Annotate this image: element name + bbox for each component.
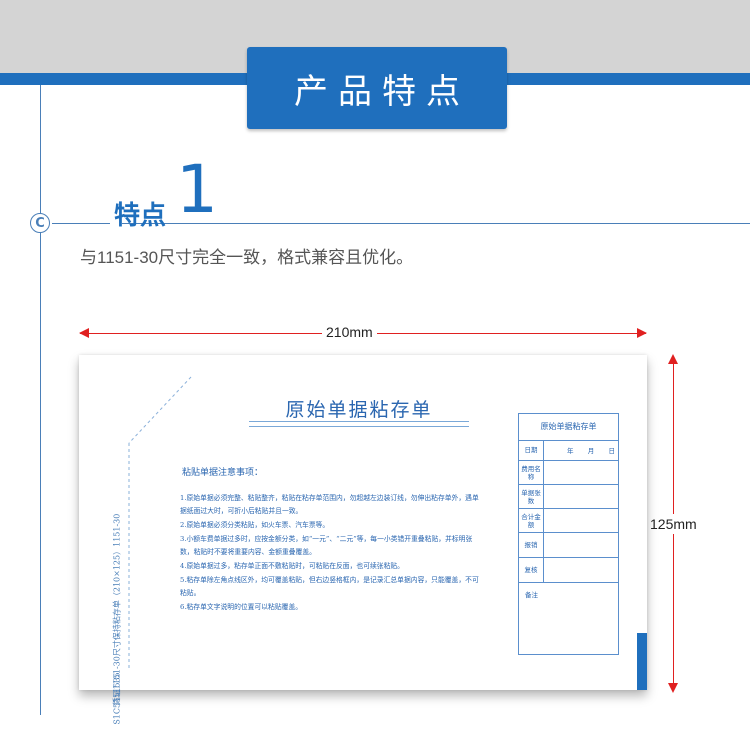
guide-vertical-line <box>40 85 41 715</box>
note-item: 3.小额车费单据过多时，应按金额分类，如“一元”、“二元”等，每一小类错开重叠粘… <box>180 535 473 556</box>
voucher-form-table: 原始单据粘存单 日期 年 月 日 费用名称 单据张数 合计金额 报销 复核 备注 <box>518 413 619 655</box>
feature-number: 1 <box>176 151 218 228</box>
feature-label: 特点 <box>114 201 167 231</box>
form-row: 报销 <box>519 533 618 558</box>
form-row: 费用名称 <box>519 461 618 485</box>
feature-description: 与1151-30尺寸完全一致，格式兼容且优化。 <box>80 248 414 267</box>
form-row-label: 复核 <box>519 558 544 582</box>
notes-title: 粘贴单据注意事项： <box>182 468 264 478</box>
form-date-fields: 年 月 日 <box>549 440 615 460</box>
note-item: 5.粘存单除左角点线区外，均可覆盖粘贴，但右边竖格框内，是记录汇总单据内容，只能… <box>180 576 479 597</box>
form-day: 日 <box>608 447 616 455</box>
note-item: 6.粘存单文字说明的位置可以粘贴覆盖。 <box>180 603 303 611</box>
arrow-left-icon <box>79 328 89 338</box>
voucher-title-underline <box>249 421 469 427</box>
form-row: 合计金额 <box>519 509 618 533</box>
binding-bottom-text: S1C5351535 <box>112 672 122 725</box>
note-item: 2.原始单据必须分类粘贴，如火车票、汽车票等。 <box>180 521 330 529</box>
copyright-icon: C <box>30 213 50 233</box>
form-title: 原始单据粘存单 <box>519 414 618 441</box>
form-remark-label: 备注 <box>525 591 538 599</box>
notes-list: 1.原始单据必须完整、粘贴整齐，粘贴在粘存单范围内，勿超越左边装订线，勿伸出粘存… <box>180 492 480 615</box>
arrow-right-icon <box>637 328 647 338</box>
form-row-label: 费用名称 <box>519 461 544 484</box>
note-item: 4.原始单据过多，粘存单正面不敷粘贴时，可粘贴在反面，也可续张粘贴。 <box>180 562 404 570</box>
form-row-label: 报销 <box>519 533 544 557</box>
form-row-label: 单据张数 <box>519 485 544 508</box>
banner-title-box: 产品特点 <box>247 47 507 129</box>
guide-horizontal-line <box>52 223 750 224</box>
form-year: 年 <box>567 447 574 455</box>
form-row: 复核 <box>519 558 618 583</box>
form-row-label: 合计金额 <box>519 509 544 532</box>
height-dimension-label: 125mm <box>650 514 697 534</box>
voucher-title: 原始单据粘存单 <box>285 399 433 421</box>
form-row-date: 日期 年 月 日 <box>519 440 618 461</box>
arrow-up-icon <box>668 354 678 364</box>
voucher-edge-tab <box>637 633 647 690</box>
form-month: 月 <box>587 447 595 455</box>
voucher-sheet: 凭证1151-30尺寸保持粘存单（210×125）1151-30 S1C5351… <box>79 355 647 725</box>
note-item: 1.原始单据必须完整、粘贴整齐，粘贴在粘存单范围内，勿超越左边装订线，勿伸出粘存… <box>180 494 479 515</box>
banner-title: 产品特点 <box>294 71 470 112</box>
width-dimension-label: 210mm <box>322 324 377 340</box>
binding-dotted-line <box>128 376 192 670</box>
form-row: 单据张数 <box>519 485 618 509</box>
form-label-date: 日期 <box>519 440 544 460</box>
arrow-down-icon <box>668 683 678 693</box>
feature-heading: 特点 1 <box>110 157 218 231</box>
